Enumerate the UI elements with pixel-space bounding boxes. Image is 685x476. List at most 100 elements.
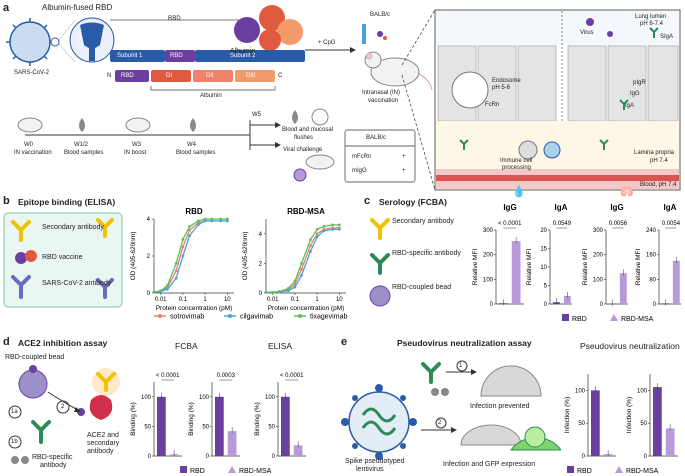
bar-RBD-MSA bbox=[293, 445, 303, 456]
panel-c-title: Serology (FCBA) bbox=[379, 197, 447, 207]
y-tick-label: 0 bbox=[206, 454, 210, 460]
x-tick-label: 10 bbox=[336, 297, 343, 303]
chart-title: RBD bbox=[185, 207, 203, 216]
step-e2: 2 bbox=[438, 420, 442, 426]
mucosa-siga-label: SIgA bbox=[660, 34, 674, 40]
y-axis-label: Infection (%) bbox=[564, 397, 571, 434]
virus-particles-icon bbox=[586, 18, 613, 37]
y-tick-label: 4 bbox=[259, 232, 263, 238]
mucosa-lumen-label-1: Lung lumen bbox=[635, 14, 667, 20]
y-tick-label: 0 bbox=[653, 302, 657, 308]
virus-label: SARS-CoV-2 bbox=[14, 70, 50, 76]
legend-swatch bbox=[562, 314, 569, 321]
timeline-week-2: W3 bbox=[132, 142, 141, 148]
y-tick-label: 0 bbox=[600, 302, 604, 308]
balbc-label: BALB/c bbox=[370, 12, 391, 18]
y-tick-label: 100 bbox=[141, 395, 152, 401]
legend-secondary-antibody: Secondary antibody bbox=[42, 224, 104, 231]
y-axis-label: OD (405-620nm) bbox=[130, 232, 137, 281]
p-value: < 0.0001 bbox=[498, 221, 522, 227]
panel-e-letter: e bbox=[341, 336, 348, 348]
y-axis-label: Binding (%) bbox=[130, 402, 137, 436]
bar-RBD-MSA bbox=[672, 260, 680, 304]
y-tick-label: 10 bbox=[540, 265, 547, 271]
y-tick-label: 2 bbox=[259, 261, 263, 267]
chart-title: IgG bbox=[503, 203, 516, 212]
bar-RBD-MSA bbox=[227, 431, 237, 456]
y-tick-label: 200 bbox=[483, 253, 494, 259]
data-point bbox=[210, 217, 214, 221]
legend-marker bbox=[298, 314, 302, 318]
y-tick-label: 300 bbox=[593, 228, 604, 234]
timeline-week-1: W1/2 bbox=[74, 142, 89, 148]
legend-marker bbox=[158, 314, 162, 318]
p-value: 0.0003 bbox=[217, 373, 236, 379]
legend-label: RBD bbox=[190, 468, 205, 475]
panel-d-title: ACE2 inhibition assay bbox=[18, 338, 108, 348]
legend-label: tixagevimab bbox=[310, 314, 347, 321]
elisa-chart-title: ELISA bbox=[268, 341, 293, 351]
step-1a: 1a bbox=[11, 409, 18, 415]
p-value: < 0.0001 bbox=[156, 373, 180, 379]
flush-label-1: Blood and mucosal bbox=[282, 127, 334, 133]
genotype-title: BALB/c bbox=[366, 135, 387, 141]
y-tick-label: 5 bbox=[544, 284, 548, 290]
legend-rbd-vaccine: RBD vaccine bbox=[42, 254, 83, 261]
y-tick-label: 0 bbox=[147, 291, 151, 297]
data-point bbox=[331, 227, 335, 231]
x-tick-label: 10 bbox=[224, 297, 231, 303]
sars-cov-2-antibody-icon bbox=[11, 275, 114, 299]
ace2-label-1: ACE2 and bbox=[87, 432, 119, 439]
data-point bbox=[264, 290, 268, 294]
panel-c-letter: c bbox=[364, 195, 371, 207]
series-line-sotrovimab bbox=[153, 220, 228, 293]
c-terminus-label: C bbox=[278, 73, 283, 79]
data-point bbox=[286, 287, 290, 290]
rbd-antibody-label-2: antibody bbox=[40, 462, 67, 469]
data-point bbox=[181, 254, 185, 258]
data-point bbox=[203, 217, 207, 221]
lentivirus-icon bbox=[341, 384, 417, 460]
antibody-icons bbox=[459, 27, 659, 150]
y-tick-label: 240 bbox=[646, 228, 657, 234]
timeline-icons bbox=[17, 108, 335, 182]
x-tick-label: 1 bbox=[203, 297, 207, 303]
data-point bbox=[293, 285, 297, 289]
lentivirus-label-1: Spike pseudotyped bbox=[345, 458, 405, 465]
y-tick-label: 0 bbox=[259, 291, 263, 297]
albumin-protein-icon bbox=[259, 5, 303, 51]
p-value: 0.0549 bbox=[553, 221, 572, 227]
ace2-icon bbox=[89, 395, 113, 420]
y-tick-label: 100 bbox=[593, 277, 604, 283]
secondary-antibody-icon bbox=[370, 218, 390, 240]
mucosa-pigr-label: pIgR bbox=[633, 80, 646, 86]
p-value: < 0.0001 bbox=[280, 373, 304, 379]
ace2-label-2: secondary bbox=[87, 440, 120, 447]
bar-RBD-MSA bbox=[563, 295, 571, 304]
series-line-tixagevimab bbox=[266, 224, 340, 293]
step-1b: 1b bbox=[11, 439, 18, 445]
y-axis-label: Relative MFI bbox=[472, 249, 479, 286]
data-point bbox=[188, 228, 191, 232]
data-point bbox=[165, 287, 169, 291]
fcba-schematic bbox=[369, 218, 391, 307]
secondary-antibody-icon bbox=[96, 372, 116, 392]
y-tick-label: 300 bbox=[483, 228, 494, 234]
legend-swatch bbox=[567, 466, 574, 473]
timeline-desc-1: Blood samples bbox=[64, 150, 104, 156]
data-point bbox=[174, 276, 178, 280]
data-point bbox=[309, 238, 312, 242]
y-tick-label: 0 bbox=[148, 454, 152, 460]
mucosa-endosome-label-1: Endosome bbox=[492, 78, 521, 84]
domain-d3-label: DIII bbox=[246, 73, 256, 79]
data-point bbox=[309, 250, 312, 253]
data-point bbox=[337, 223, 341, 227]
subunit1-rbd-label: RBD bbox=[170, 53, 183, 59]
in-vaccination-label-1: Intranasal (IN) bbox=[362, 90, 401, 96]
